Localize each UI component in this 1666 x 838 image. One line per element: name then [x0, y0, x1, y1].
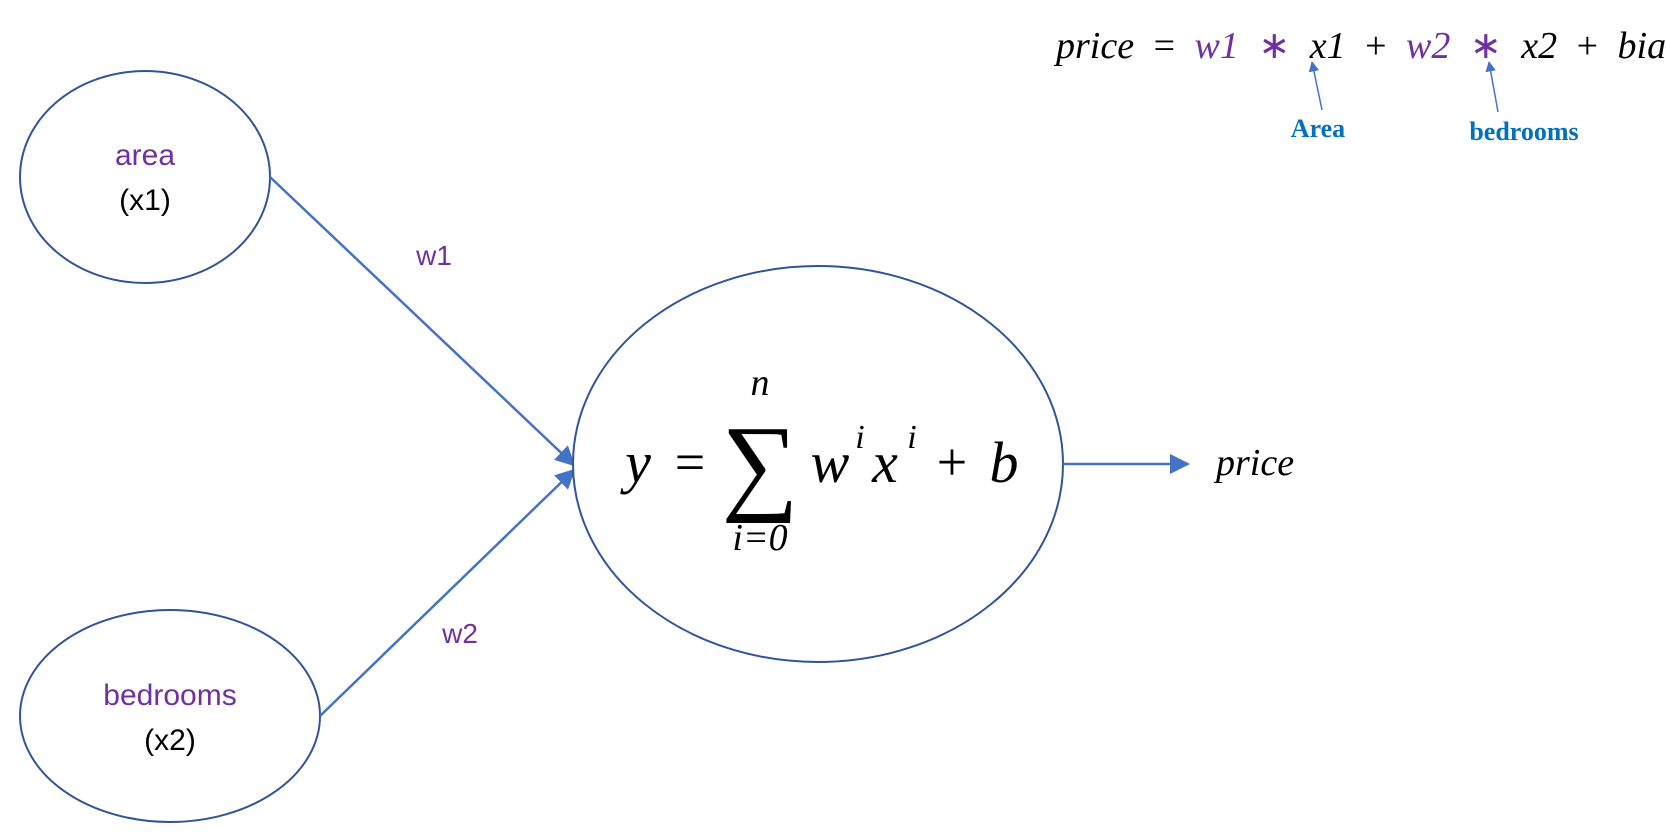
formula-plus2: + [1577, 25, 1598, 67]
formula-x1: x1 [1309, 25, 1346, 67]
node-bedrooms-label: bedrooms [103, 679, 236, 712]
annotation-bedrooms: bedrooms [1469, 117, 1578, 146]
formula-price: price [1053, 25, 1134, 67]
formula-bias: bias [1618, 25, 1666, 67]
formula-w2: w2 [1406, 25, 1450, 67]
edge-label-w1: w1 [415, 240, 452, 271]
node-bedrooms: bedrooms (x2) [19, 609, 321, 823]
sum-lower-limit: i=0 [732, 517, 787, 559]
formula-plus1: + [1365, 25, 1386, 67]
sum-w: w [811, 430, 850, 495]
annotation-arrow-area [1308, 60, 1323, 111]
node-area: area (x1) [19, 70, 271, 284]
node-area-ellipse [19, 70, 271, 284]
sigma-icon: ∑ [722, 405, 799, 524]
edge-w2 [319, 468, 576, 717]
sum-x: x [871, 430, 898, 495]
edge-w1 [269, 176, 576, 467]
formula-eq: = [1154, 25, 1175, 67]
edge-label-w2: w2 [441, 618, 478, 649]
sum-plus: + [937, 432, 967, 492]
node-sum: y = ∑ n i=0 w i x i + b [572, 265, 1064, 663]
sum-eq: = [675, 432, 705, 492]
sum-upper-limit: n [751, 362, 770, 404]
formula: price = w1 ∗ x1 + w2 ∗ x2 + bias [1053, 25, 1666, 67]
sum-x-superscript: i [907, 419, 916, 456]
node-area-label: area [115, 139, 175, 172]
formula-mul1: ∗ [1258, 25, 1290, 67]
formula-w1: w1 [1195, 25, 1239, 67]
formula-line: price = w1 ∗ x1 + w2 ∗ x2 + bias [1053, 25, 1666, 67]
annotation-arrow-bedrooms [1485, 60, 1499, 113]
formula-mul2: ∗ [1470, 25, 1502, 67]
annotation-area: Area [1291, 114, 1345, 143]
sum-w-superscript: i [855, 419, 864, 456]
formula-x2: x2 [1520, 25, 1557, 67]
node-bedrooms-ellipse [19, 609, 321, 823]
output-label: price [1213, 442, 1294, 484]
node-area-sub: (x1) [119, 184, 171, 217]
sum-b: b [990, 430, 1019, 495]
sum-lhs: y [620, 430, 651, 495]
node-bedrooms-sub: (x2) [144, 724, 196, 757]
